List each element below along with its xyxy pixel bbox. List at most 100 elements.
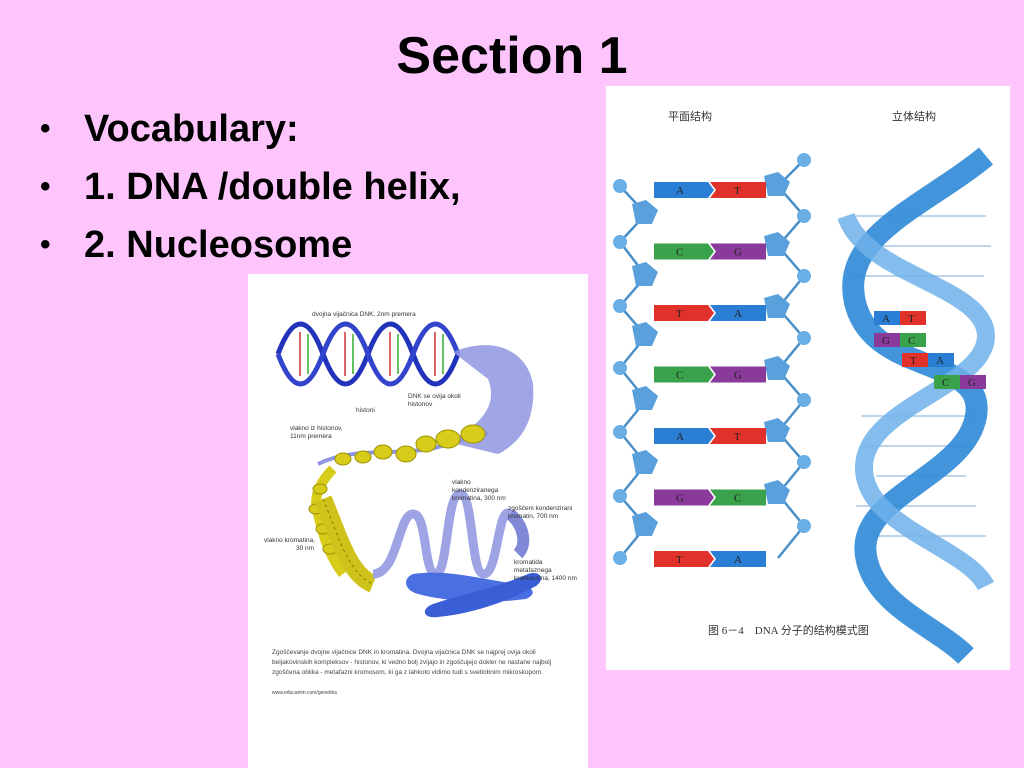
- dna-double-helix-drawing: [275, 321, 534, 454]
- 3d-structure-heading: 立体结构: [892, 109, 936, 123]
- base-g-block: [710, 243, 766, 260]
- figure-caption-line3: zgoščena oblika - metafazni kromosom, ki…: [272, 669, 543, 676]
- sugar-node: [632, 450, 658, 474]
- helix-base-g: [874, 333, 900, 347]
- looped-chromatin-drawing: [371, 489, 530, 579]
- sugar-node: [764, 418, 790, 442]
- chromatin-fiber-drawing: [314, 495, 378, 593]
- label-chromatid-line1: kromatida: [514, 559, 543, 566]
- label-condensed-line2: kondenziranega: [452, 487, 499, 494]
- phosphate-node: [613, 489, 627, 503]
- sugar-node: [764, 294, 790, 318]
- bullet-icon: •: [40, 170, 51, 203]
- bullet-item: • 1. DNA /double helix,: [40, 158, 461, 216]
- base-label-left: C: [676, 247, 683, 259]
- figure-caption-line2: beljakovinskih kompleksov - histonov, ki…: [272, 659, 551, 666]
- helix-base-label: C: [942, 377, 949, 389]
- helix-base-label: T: [908, 313, 915, 325]
- helix-base-label: T: [910, 355, 917, 367]
- base-label-right: T: [734, 185, 741, 197]
- planar-structure-heading: 平面结构: [668, 109, 712, 123]
- base-c-block: [654, 366, 714, 383]
- base-label-right: A: [734, 554, 742, 566]
- helix-base-label: C: [908, 335, 915, 347]
- base-label-right: T: [734, 431, 741, 443]
- phosphate-node: [613, 299, 627, 313]
- label-histone-fiber-line2: 11nm premera: [290, 433, 332, 440]
- helix-base-label: G: [968, 377, 976, 389]
- phosphate-node: [797, 331, 811, 345]
- sugar-node: [764, 480, 790, 504]
- base-label-left: T: [676, 554, 683, 566]
- base-g-block: [710, 366, 766, 383]
- label-histones: histoni: [356, 407, 375, 414]
- base-t-block: [654, 305, 714, 321]
- sugar-node: [764, 356, 790, 380]
- label-condensed-line3: kromatina, 300 nm: [452, 495, 506, 502]
- label-chromatid-line2: metafaznega: [514, 567, 552, 574]
- phosphate-node: [613, 235, 627, 249]
- bullet-text: 1. DNA /double helix,: [84, 166, 461, 208]
- helix-base-c: [900, 333, 926, 347]
- phosphate-node: [797, 455, 811, 469]
- label-chromatin-fiber-line2: 30 nm: [296, 545, 314, 552]
- label-chromatin-fiber-line1: vlakno kromatina,: [264, 537, 315, 544]
- base-a-block: [710, 551, 766, 567]
- bullet-text: 2. Nucleosome: [84, 224, 353, 266]
- sugar-node: [632, 386, 658, 410]
- base-t-block: [710, 428, 766, 444]
- vocabulary-list: • Vocabulary: • 1. DNA /double helix, • 2. …: [40, 100, 461, 274]
- slide-title: Section 1: [396, 27, 628, 85]
- bullet-icon: •: [40, 112, 51, 145]
- base-t-block: [710, 182, 766, 198]
- chromatin-illustration: dvojna vijačnica DNK, 2nm premera histon…: [264, 311, 577, 696]
- label-histone-fiber-line1: vlakno iz histonov,: [290, 425, 343, 432]
- phosphate-node: [797, 209, 811, 223]
- label-compact-line2: kromatin, 700 nm: [508, 513, 558, 520]
- label-wraps-line2: histonov: [408, 401, 433, 408]
- base-label-left: A: [676, 185, 684, 197]
- base-label-right: C: [734, 493, 741, 505]
- base-c-block: [654, 243, 714, 260]
- helix-base-t: [902, 353, 928, 367]
- base-label-left: G: [676, 493, 684, 505]
- sugar-node: [632, 262, 658, 286]
- base-a-block: [654, 428, 714, 444]
- bullet-icon: •: [40, 228, 51, 261]
- helix-base-label: A: [936, 355, 944, 367]
- base-label-right: G: [734, 370, 742, 382]
- phosphate-node: [613, 179, 627, 193]
- bullet-item: • Vocabulary:: [40, 100, 461, 158]
- phosphate-node: [613, 551, 627, 565]
- helix-base-a: [874, 311, 900, 325]
- phosphate-node: [797, 269, 811, 283]
- base-label-right: A: [734, 308, 742, 320]
- helix-base-c: [934, 375, 960, 389]
- phosphate-node: [613, 361, 627, 375]
- sugar-node: [764, 172, 790, 196]
- base-label-left: A: [676, 431, 684, 443]
- chromatin-compaction-image: dvojna vijačnica DNK, 2nm premera histon…: [248, 274, 588, 768]
- label-wraps-line1: DNK se ovija okoli: [408, 393, 461, 400]
- chromosome-drawing: [406, 572, 542, 618]
- label-compact-line1: zgoščeni kondenzirani: [508, 505, 572, 512]
- base-a-block: [654, 182, 714, 198]
- dna-3d-helix-drawing: [837, 147, 996, 665]
- sugar-node: [632, 512, 658, 536]
- phosphate-node: [797, 519, 811, 533]
- dna-figure-caption: 图 6－4 DNA 分子的结构模式图: [708, 623, 869, 637]
- bullet-text: Vocabulary:: [84, 108, 299, 150]
- base-label-right: G: [734, 247, 742, 259]
- phosphate-node: [797, 153, 811, 167]
- phosphate-node: [797, 393, 811, 407]
- sugar-node: [632, 322, 658, 346]
- sugar-node: [764, 232, 790, 256]
- base-a-block: [710, 305, 766, 321]
- base-g-block: [654, 489, 714, 506]
- label-chromatid-line3: kromosoma, 1400 nm: [514, 575, 577, 582]
- helix-base-a: [928, 353, 954, 367]
- helix-base-t: [900, 311, 926, 325]
